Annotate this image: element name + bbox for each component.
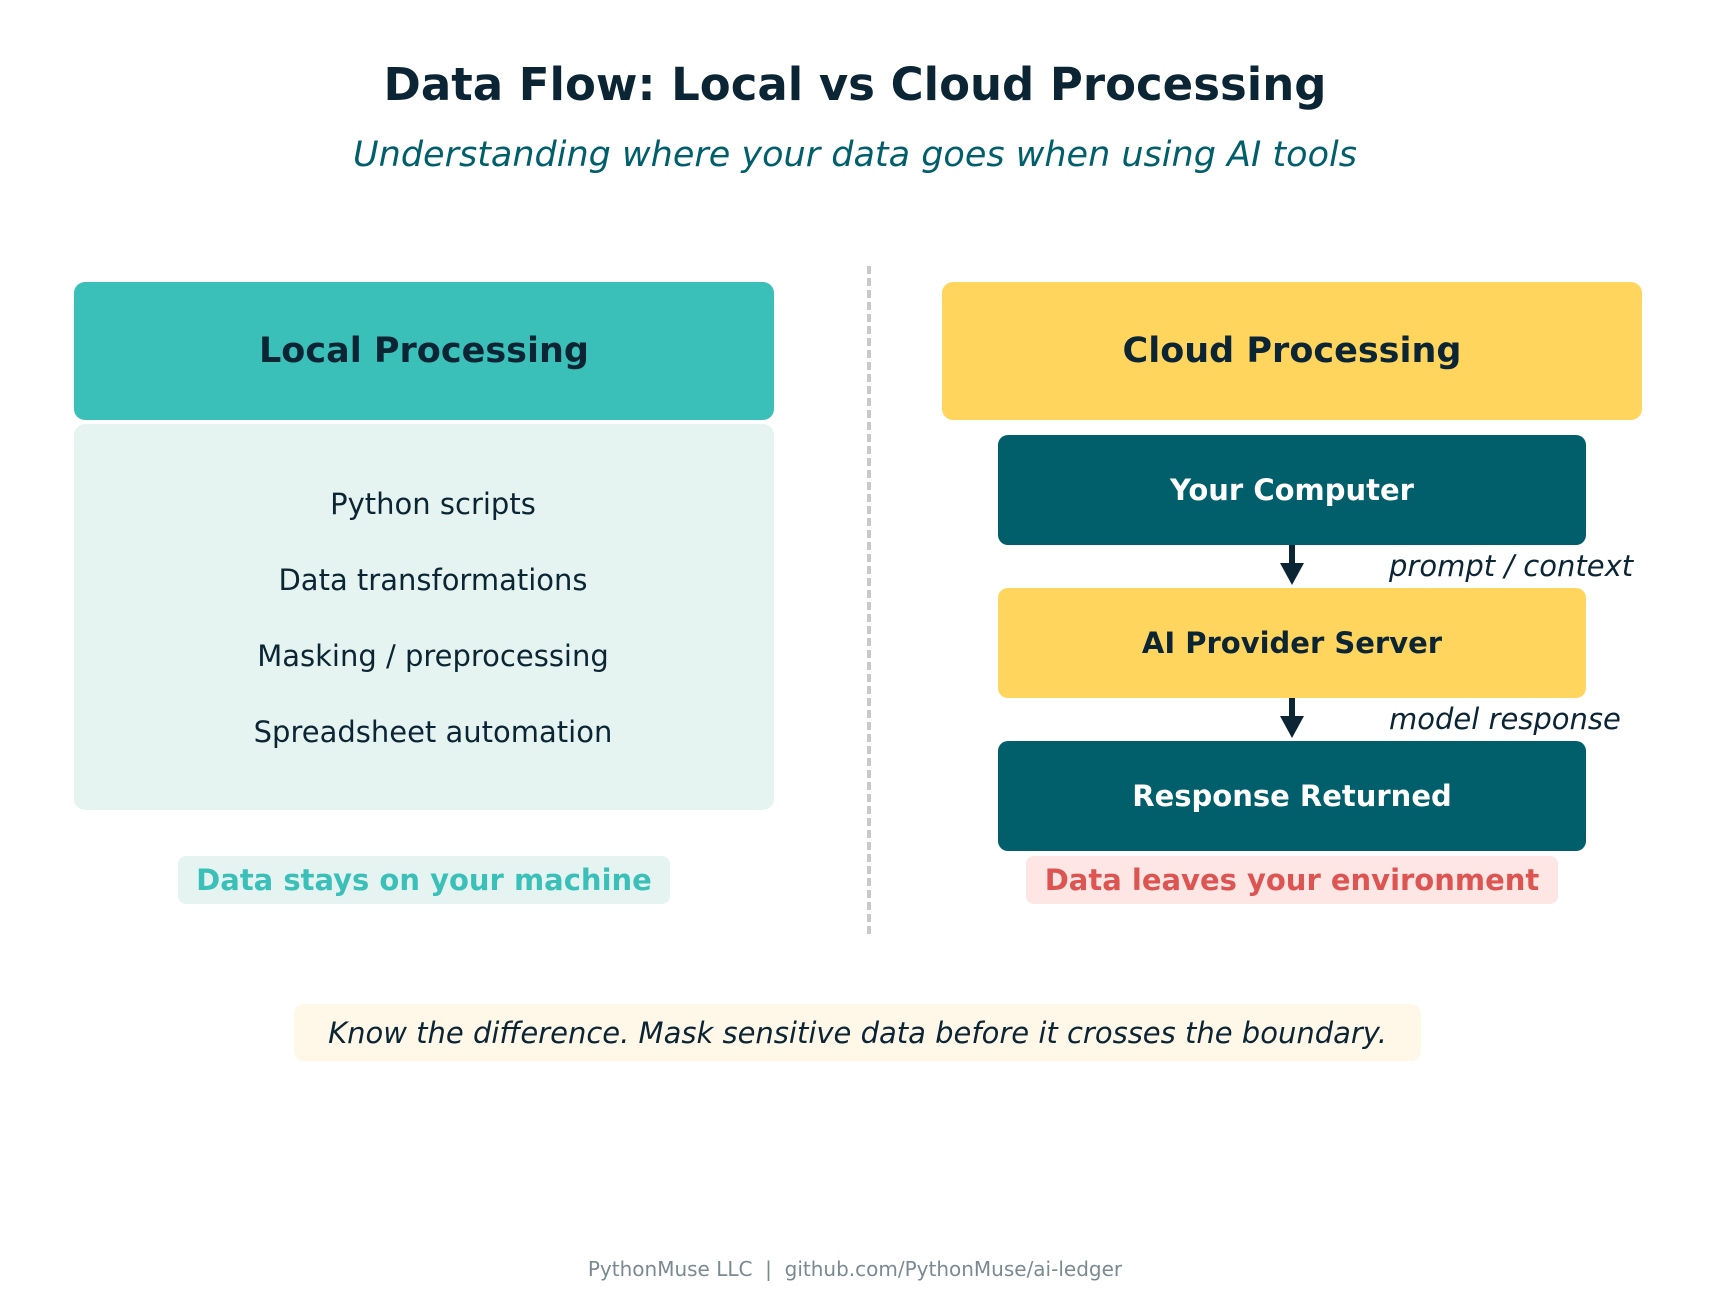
local-item-python-scripts: Python scripts [330,487,536,521]
arrow-server-to-response [1289,698,1295,716]
arrow-head-down-icon [1280,563,1304,585]
local-item-data-transformations: Data transformations [278,563,588,597]
credit-line: PythonMuse LLC | github.com/PythonMuse/a… [587,1257,1123,1281]
cloud-processing-header: Cloud Processing [942,282,1642,420]
diagram-title: Data Flow: Local vs Cloud Processing [383,58,1327,111]
edge-label-prompt: prompt / context [1389,549,1634,583]
local-item-masking: Masking / preprocessing [257,639,609,673]
column-divider [867,266,871,934]
node-response-returned: Response Returned [998,741,1586,851]
node-your-computer: Your Computer [998,435,1586,545]
diagram-subtitle: Understanding where your data goes when … [353,135,1357,175]
local-processing-header: Local Processing [74,282,774,420]
local-status-badge: Data stays on your machine [178,856,670,904]
cloud-status-badge: Data leaves your environment [1026,856,1558,904]
arrow-computer-to-server [1289,545,1295,563]
edge-label-model-response: model response [1389,702,1621,736]
arrow-head-down-icon [1280,716,1304,738]
footer-note: Know the difference. Mask sensitive data… [294,1004,1421,1061]
local-item-spreadsheet-automation: Spreadsheet automation [253,715,613,749]
node-ai-provider-server: AI Provider Server [998,588,1586,698]
local-processing-panel [74,424,774,810]
